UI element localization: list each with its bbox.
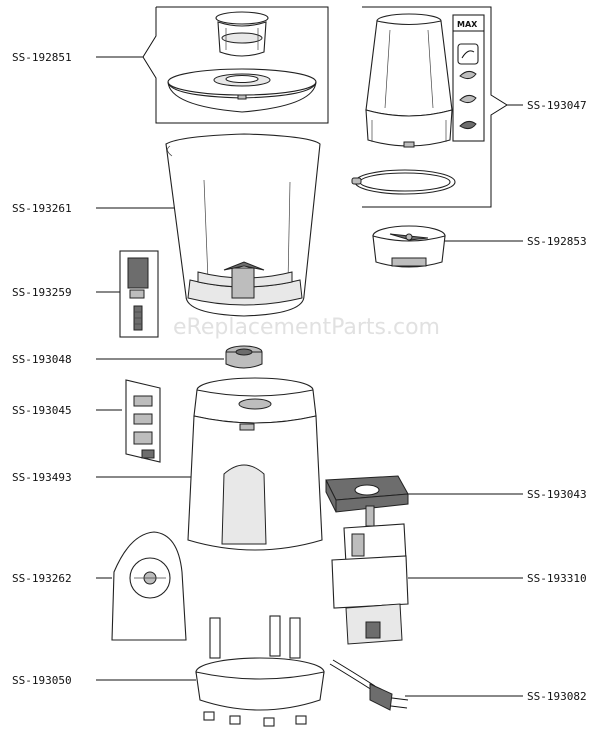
part-label-ss-193048[interactable]: SS-193048 [12,353,72,366]
part-label-ss-193050[interactable]: SS-193050 [12,674,72,687]
part-label-ss-193045[interactable]: SS-193045 [12,404,72,417]
part-lid-and-cap [167,11,317,113]
part-switch-cover [111,531,187,641]
max-label: MAX [457,20,478,29]
part-motor [331,505,409,645]
part-label-ss-193259[interactable]: SS-193259 [12,286,72,299]
part-label-ss-193262[interactable]: SS-193262 [12,572,72,585]
part-coupler [225,345,263,369]
part-grinder-cup [351,13,456,195]
part-power-cord [329,659,409,711]
part-circuit-board [125,379,161,463]
max-level-panel: MAX [452,14,485,142]
part-label-ss-193082[interactable]: SS-193082 [527,690,587,703]
part-motor-housing [187,377,323,551]
part-grinder-blade-unit [372,225,446,268]
part-label-ss-192853[interactable]: SS-192853 [527,235,587,248]
part-switch [119,250,159,338]
part-label-ss-192851[interactable]: SS-192851 [12,51,72,64]
part-blender-jug [165,133,321,317]
part-label-ss-193047[interactable]: SS-193047 [527,99,587,112]
part-label-ss-193310[interactable]: SS-193310 [527,572,587,585]
part-label-ss-193043[interactable]: SS-193043 [527,488,587,501]
part-label-ss-193493[interactable]: SS-193493 [12,471,72,484]
part-base [195,615,325,727]
leader-lines [96,6,523,697]
part-motor-bracket [325,475,409,513]
watermark: eReplacementParts.com [173,315,440,340]
part-label-ss-193261[interactable]: SS-193261 [12,202,72,215]
